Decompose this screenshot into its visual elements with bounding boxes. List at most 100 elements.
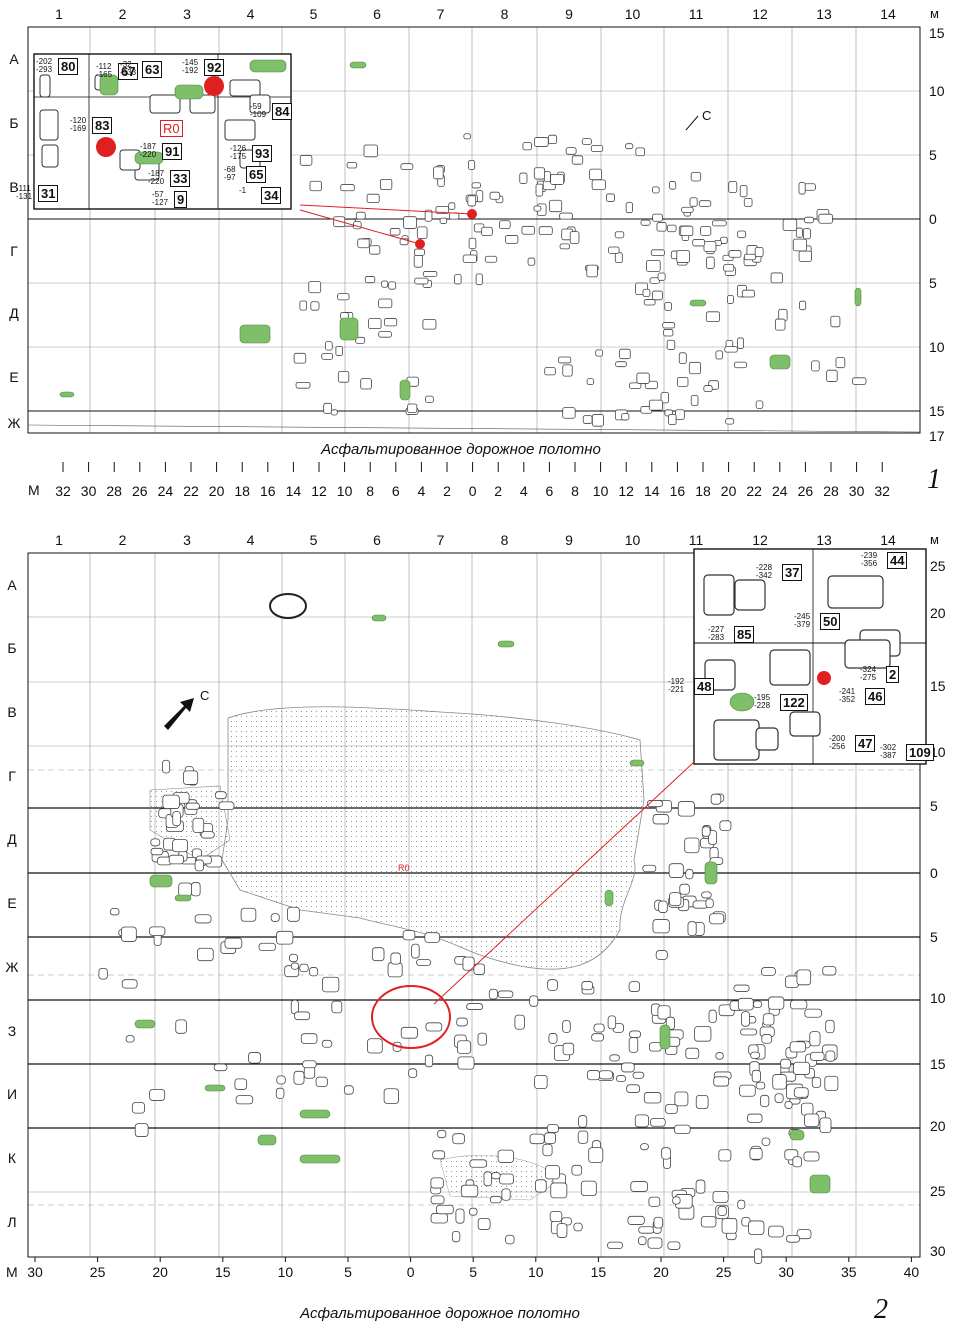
green-feature [399, 379, 411, 401]
stone [369, 245, 381, 255]
column-label: 2 [118, 6, 127, 22]
scale-number: 4 [417, 483, 426, 499]
road-label: Асфальтированное дорожное полотно [300, 1305, 580, 1322]
stone [669, 181, 677, 190]
stone [557, 356, 572, 364]
scale-number: 26 [797, 483, 814, 499]
stone [668, 413, 677, 426]
stone [411, 943, 420, 959]
green-feature [99, 74, 119, 96]
stone [822, 966, 837, 976]
stone [739, 184, 748, 198]
stone [433, 166, 444, 180]
stone [213, 1063, 228, 1072]
stone [724, 346, 738, 353]
stone [234, 1078, 248, 1090]
meter-label: 10 [929, 83, 945, 99]
meter-label: 17 [929, 428, 945, 444]
stone [321, 1039, 333, 1048]
feature-levels: -187 -220 [140, 142, 157, 159]
stone [652, 814, 670, 825]
scale-number: 12 [618, 483, 634, 499]
scale-number: 40 [903, 1264, 920, 1280]
stone [695, 1179, 706, 1194]
stone [162, 759, 171, 774]
stone [789, 711, 821, 737]
stone [489, 191, 501, 200]
column-label: 12 [752, 6, 768, 22]
stone [657, 272, 666, 281]
stone [685, 1047, 700, 1060]
row-label: Е [7, 895, 17, 911]
scale-number: 26 [132, 483, 148, 499]
stone [192, 817, 205, 833]
stone [769, 649, 811, 686]
stone [761, 1034, 773, 1044]
scale-number: 6 [545, 483, 554, 499]
stone [289, 953, 298, 963]
stone [705, 898, 714, 909]
stone [109, 908, 120, 916]
stone [802, 228, 811, 240]
green-feature [604, 889, 614, 907]
stone [491, 1172, 501, 1180]
stone [381, 280, 389, 288]
scale-number: 30 [80, 483, 97, 499]
stone [269, 593, 307, 619]
stone [556, 1223, 568, 1238]
stone [710, 793, 722, 805]
feature-levels: -324 -275 [860, 665, 877, 682]
stone [790, 999, 808, 1010]
meter-label: 25 [930, 558, 946, 574]
stone [755, 1081, 766, 1090]
stone [346, 161, 358, 169]
stone [630, 1181, 648, 1192]
stone [331, 1000, 343, 1014]
stone [562, 1020, 571, 1033]
scale-number: 20 [208, 483, 225, 499]
feature-number: 33 [170, 170, 191, 187]
stone [535, 183, 544, 197]
stone [643, 1092, 662, 1104]
stone [258, 942, 276, 952]
stone [448, 202, 456, 210]
stone [321, 353, 334, 360]
stone [437, 1129, 447, 1139]
stone [544, 367, 556, 376]
stone [197, 947, 214, 962]
row-label: Л [7, 1214, 17, 1230]
stone [804, 216, 814, 224]
stone [655, 950, 668, 960]
stone [477, 1032, 487, 1046]
scale-number: 10 [528, 1264, 544, 1280]
stone [290, 962, 300, 970]
meter-label: 10 [930, 990, 946, 1006]
feature-levels: -241 -352 [839, 687, 856, 704]
stone [609, 1054, 620, 1062]
stone [549, 1210, 563, 1222]
stone [770, 272, 783, 284]
scale-number: 4 [519, 483, 528, 499]
scale-number: 6 [391, 483, 400, 499]
stone [571, 1164, 583, 1176]
row-label: З [7, 1023, 17, 1039]
stone [728, 181, 738, 193]
stone [674, 1091, 689, 1107]
stone [469, 1159, 488, 1168]
stone [462, 956, 475, 971]
stone [719, 820, 732, 832]
stone [538, 226, 553, 236]
column-label: 14 [880, 532, 896, 548]
stone [315, 1076, 328, 1088]
stone [559, 212, 573, 220]
stone [768, 996, 785, 1010]
stone [355, 336, 366, 344]
stone [39, 109, 59, 141]
stone [522, 142, 532, 151]
column-label: 11 [688, 6, 704, 22]
green-feature [854, 287, 862, 307]
scale-number: 28 [823, 483, 839, 499]
feature-number: 37 [782, 564, 803, 581]
stone [425, 395, 434, 403]
meter-label: 10 [930, 744, 946, 760]
